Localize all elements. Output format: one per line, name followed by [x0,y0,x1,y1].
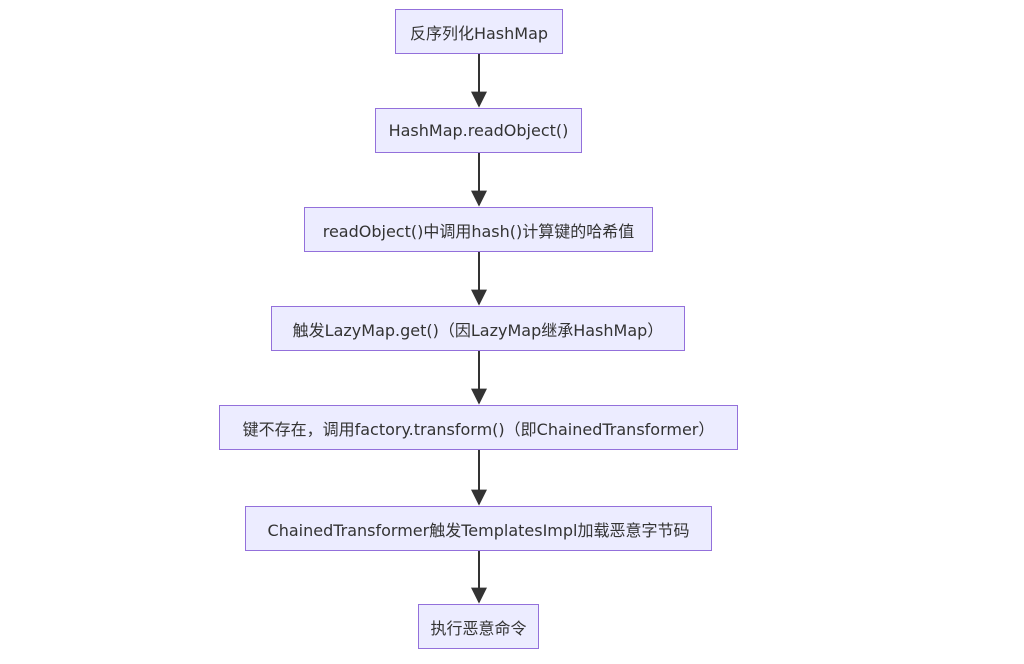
node-execute-malicious-command: 执行恶意命令 [418,604,539,649]
node-chainedtransformer-templatesimpl: ChainedTransformer触发TemplatesImpl加载恶意字节码 [245,506,712,551]
node-compute-key-hash: readObject()中调用hash()计算键的哈希值 [304,207,653,252]
node-call-factory-transform: 键不存在，调用factory.transform()（即ChainedTrans… [219,405,738,450]
node-deserialize-hashmap: 反序列化HashMap [395,9,563,54]
node-hashmap-readobject: HashMap.readObject() [375,108,582,153]
node-trigger-lazymap-get: 触发LazyMap.get()（因LazyMap继承HashMap） [271,306,685,351]
